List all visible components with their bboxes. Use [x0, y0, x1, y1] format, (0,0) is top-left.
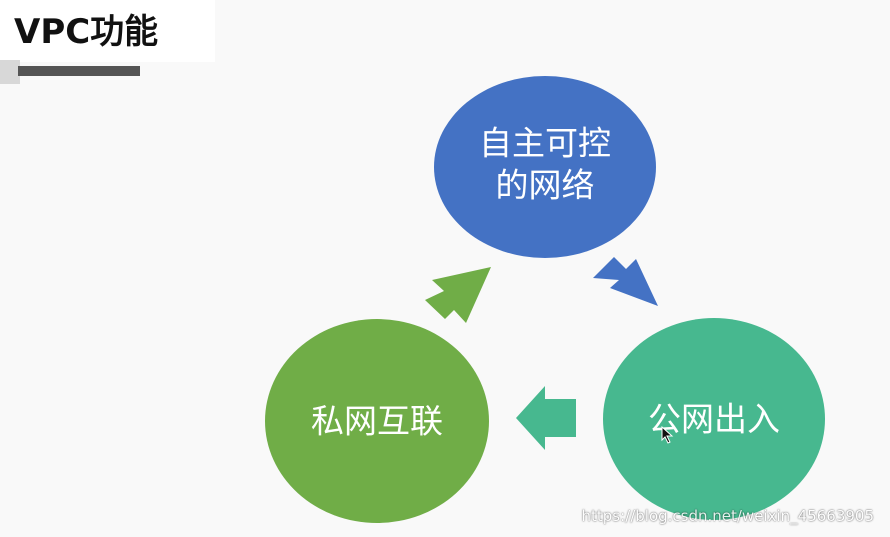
node-left: 私网互联 — [265, 319, 489, 523]
node-top-circle — [434, 76, 656, 258]
node-top: 自主可控 的网络 — [434, 76, 656, 258]
arrow-left-icon — [516, 386, 576, 450]
node-left-circle — [265, 319, 489, 523]
node-top-label-line1: 自主可控 — [479, 124, 611, 163]
arrow-up-right-icon — [425, 267, 491, 323]
slide-title: VPC功能 — [14, 12, 159, 52]
watermark-url: https://blog.csdn.net/weixin_45663905 — [581, 507, 874, 525]
arrow-down-right-icon — [593, 257, 658, 306]
node-right-label: 公网出入 — [648, 400, 780, 439]
node-left-label: 私网互联 — [311, 402, 443, 441]
node-top-label-line2: 的网络 — [496, 166, 595, 205]
node-right: 公网出入 — [603, 318, 825, 520]
node-right-circle — [603, 318, 825, 520]
title-underline-bar — [18, 66, 140, 76]
title-accent-hook — [0, 60, 20, 84]
title-box: VPC功能 — [0, 0, 215, 62]
mouse-cursor-icon — [661, 426, 674, 444]
